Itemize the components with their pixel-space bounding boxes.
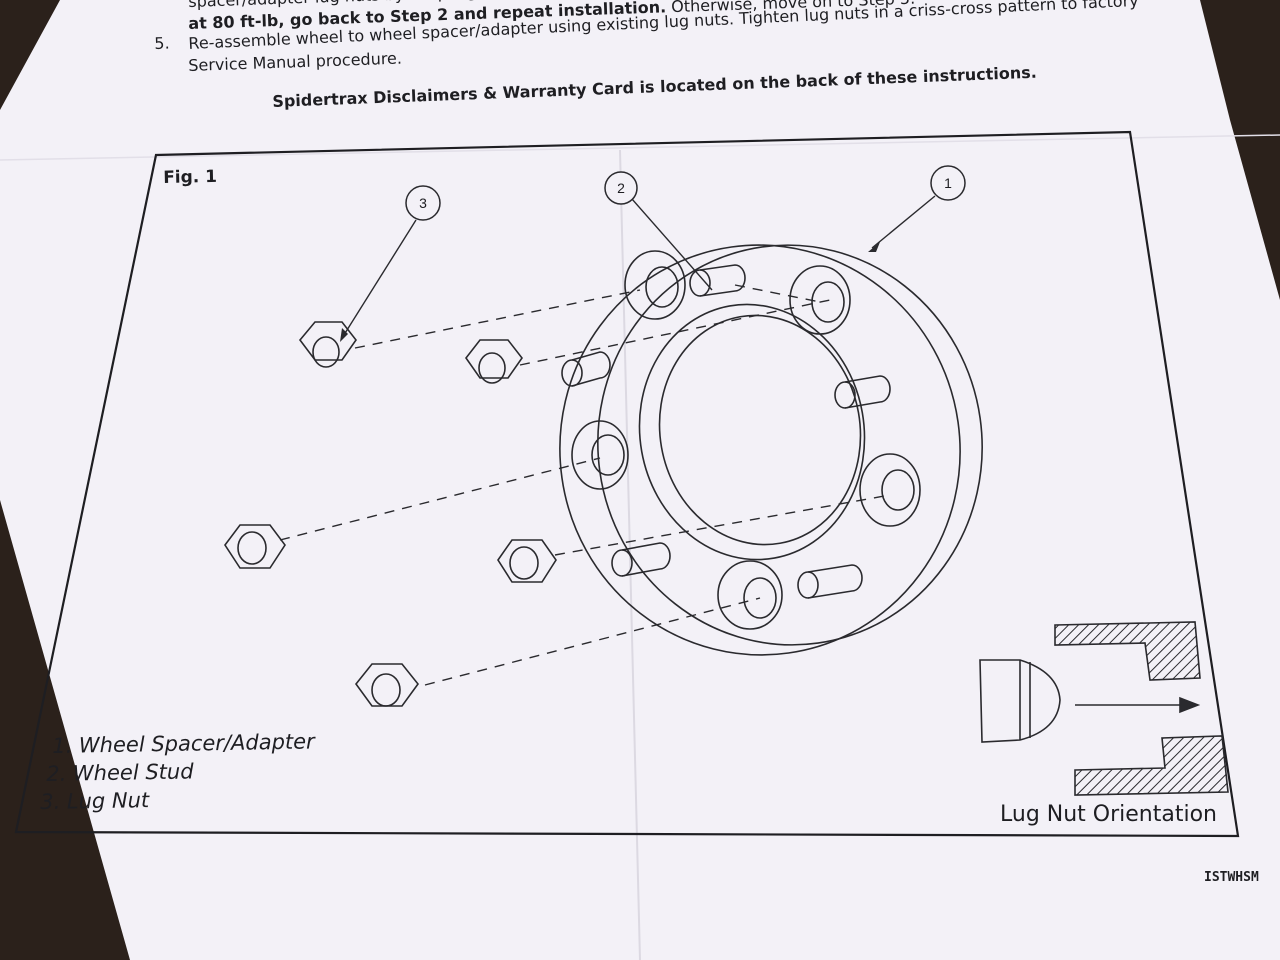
svg-text:2: 2 (617, 180, 625, 196)
legend-item-spacer: 1. Wheel Spacer/Adapter (52, 729, 315, 758)
document-code: ISTWHSM (1204, 870, 1259, 885)
svg-text:1: 1 (944, 175, 952, 191)
wheel-spacer-drawing (559, 244, 983, 656)
step-5-number: 5. (154, 33, 170, 53)
figure-label: Fig. 1 (163, 166, 218, 188)
callout-3: 3 (340, 185, 441, 342)
callout-1: 1 (868, 165, 966, 252)
orientation-caption: Lug Nut Orientation (1000, 802, 1217, 827)
svg-text:3: 3 (419, 195, 427, 211)
wheel-stud-group (561, 264, 891, 599)
legend-item-stud: 2. Wheel Stud (46, 759, 194, 786)
figure-border (14, 130, 1240, 838)
lug-nut-drawings (224, 321, 557, 707)
callout-2: 2 (604, 171, 713, 291)
fold-line-horizontal (0, 134, 1280, 161)
legend-item-lug-nut: 3. Lug Nut (40, 788, 150, 814)
orientation-diagram (979, 621, 1229, 796)
guide-lines (279, 284, 891, 686)
